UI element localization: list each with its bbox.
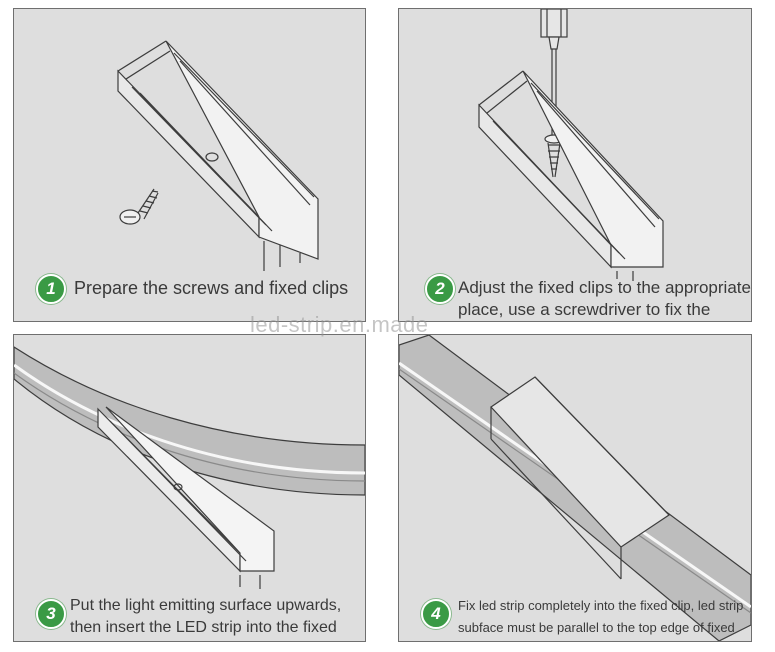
step-1-badge: 1 [36,274,66,304]
step-4-caption: Fix led strip completely into the fixed … [458,595,751,641]
step-1-caption: Prepare the screws and fixed clips [74,277,348,299]
step-1-caption-line-1: Prepare the screws and fixed clips [74,278,349,298]
step-3-caption-line-2: then insert the LED strip into the fixed… [70,619,337,636]
step-1-panel: 1 Prepare the screws and fixed clips [13,8,366,322]
step-4-caption-line-1: Fix led strip completely into the fixed … [458,598,744,613]
clip-and-screw-illustration [117,40,319,271]
step-2-caption-line-1: Adjust the fixed clips to the appropriat… [458,278,751,297]
step-2-badge: 2 [425,274,455,304]
step-3-caption: Put the light emitting surface upwards, … [70,595,365,641]
insert-strip-illustration [14,346,365,589]
step-3-panel: 3 Put the light emitting surface upwards… [13,334,366,642]
step-4-badge: 4 [421,599,451,629]
step-3-caption-line-1: Put the light emitting surface upwards, [70,597,342,614]
watermark: led-strip.en.made [250,312,429,337]
step-3-badge: 3 [36,599,66,629]
step-2-caption: Adjust the fixed clips to the appropriat… [458,277,751,321]
screwdriver-fixing-illustration [478,9,664,281]
step-2-caption-line-2: place, use a screwdriver to fix the scre… [458,300,711,319]
step-4-caption-line-2: subface must be parallel to the top edge… [458,620,735,635]
strip-in-clip-illustration [399,335,751,641]
step-2-panel: 2 Adjust the fixed clips to the appropri… [398,8,752,322]
step-4-panel: 4 Fix led strip completely into the fixe… [398,334,752,642]
